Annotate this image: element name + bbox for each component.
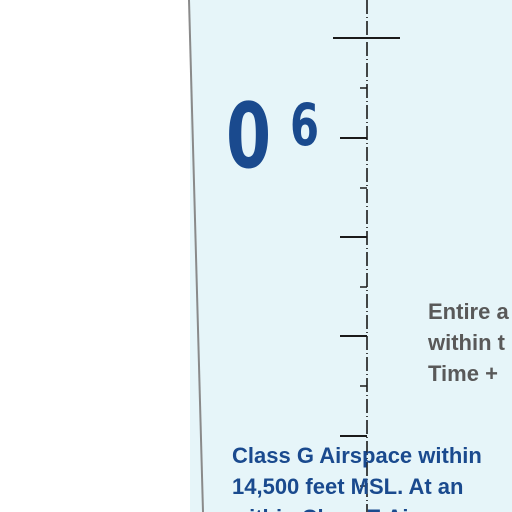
note-gray-line: Entire a — [428, 299, 509, 324]
airspace-note-gray: Entire a within t Time + — [428, 296, 509, 389]
note-blue-line: within Class E Airspace — [232, 502, 482, 512]
note-gray-line: Time + — [428, 361, 498, 386]
panel-border-line — [188, 0, 204, 512]
grid-number-digit: 0 — [226, 84, 272, 189]
note-gray-line: within t — [428, 330, 505, 355]
grid-number-superscript: 6 — [290, 91, 320, 159]
airspace-fill-panel — [190, 0, 512, 512]
airspace-note-blue: Class G Airspace within 14,500 feet MSL.… — [232, 440, 482, 512]
note-blue-line: 14,500 feet MSL. At an — [232, 474, 464, 499]
note-blue-line: Class G Airspace within — [232, 443, 482, 468]
